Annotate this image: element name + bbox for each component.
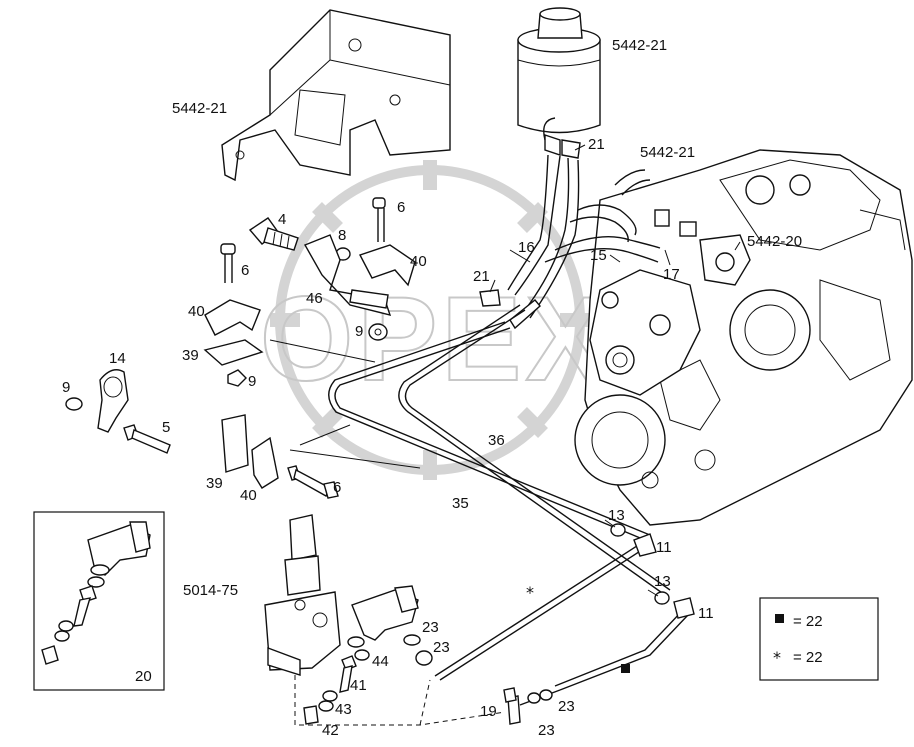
fittings — [610, 523, 695, 619]
lower-fitting — [503, 687, 553, 725]
watermark-text: OPEX — [260, 272, 609, 406]
label-11: 11 — [656, 539, 672, 556]
label-14: 14 — [109, 350, 126, 367]
label-21: 21 — [473, 268, 490, 285]
label-39: 39 — [182, 347, 199, 364]
label-21: 21 — [588, 136, 605, 153]
label-6: 6 — [397, 199, 405, 216]
label-39: 39 — [206, 475, 223, 492]
label-44: 44 — [372, 653, 389, 670]
oil-reservoir — [517, 7, 601, 159]
bolt-cluster — [203, 197, 416, 387]
star-marker: * — [526, 583, 534, 602]
label-19: 19 — [480, 703, 497, 720]
label-9: 9 — [248, 373, 256, 390]
label-16: 16 — [518, 239, 535, 256]
steering-valve — [264, 514, 433, 725]
label-17: 17 — [663, 266, 680, 283]
label-40: 40 — [188, 303, 205, 320]
square-marker-icon — [775, 614, 784, 623]
label-13: 13 — [654, 573, 671, 590]
part-labels: 5442-21 5442-21 5442-21 5442-20 5014-75 … — [62, 37, 802, 739]
label-6: 6 — [333, 479, 341, 496]
label-9: 9 — [355, 323, 363, 340]
clamp-assembly — [65, 369, 171, 454]
dashed-leaders — [294, 675, 506, 726]
label-23: 23 — [538, 722, 555, 739]
inset-detail — [33, 511, 165, 691]
legend-square-value: = 22 — [793, 613, 823, 630]
label-valve: 5014-75 — [183, 582, 238, 599]
label-23: 23 — [558, 698, 575, 715]
engine-block — [574, 149, 913, 526]
legend-star-symbol: * — [773, 648, 781, 667]
label-20: 20 — [135, 668, 152, 685]
label-23: 23 — [433, 639, 450, 656]
label-leaders — [489, 144, 741, 597]
label-40: 40 — [240, 487, 257, 504]
label-41: 41 — [350, 677, 367, 694]
pressure-lines — [269, 304, 689, 706]
steering-pump — [589, 209, 751, 396]
label-15: 15 — [590, 247, 607, 264]
label-11: 11 — [698, 605, 714, 622]
label-23: 23 — [422, 619, 439, 636]
label-35: 35 — [452, 495, 469, 512]
label-46: 46 — [306, 290, 323, 307]
label-hose: 5442-21 — [640, 144, 695, 161]
label-40: 40 — [410, 253, 427, 270]
lower-bracket — [221, 414, 339, 499]
label-43: 43 — [335, 701, 352, 718]
label-36: 36 — [488, 432, 505, 449]
label-6: 6 — [241, 262, 249, 279]
legend-star-value: = 22 — [793, 649, 823, 666]
legend: = 22 * = 22 — [759, 597, 879, 681]
label-13: 13 — [608, 507, 625, 524]
mounting-bracket — [221, 9, 451, 182]
label-4: 4 — [278, 211, 286, 228]
watermark: OPEX — [259, 160, 609, 480]
hoses — [479, 117, 661, 330]
label-8: 8 — [338, 227, 346, 244]
label-bracket: 5442-21 — [172, 100, 227, 117]
label-9: 9 — [62, 379, 70, 396]
legend-box — [759, 597, 879, 681]
label-pump: 5442-20 — [747, 233, 802, 250]
label-42: 42 — [322, 722, 339, 739]
square-marker-icon — [621, 664, 630, 673]
label-5: 5 — [162, 419, 170, 436]
label-reservoir: 5442-21 — [612, 37, 667, 54]
